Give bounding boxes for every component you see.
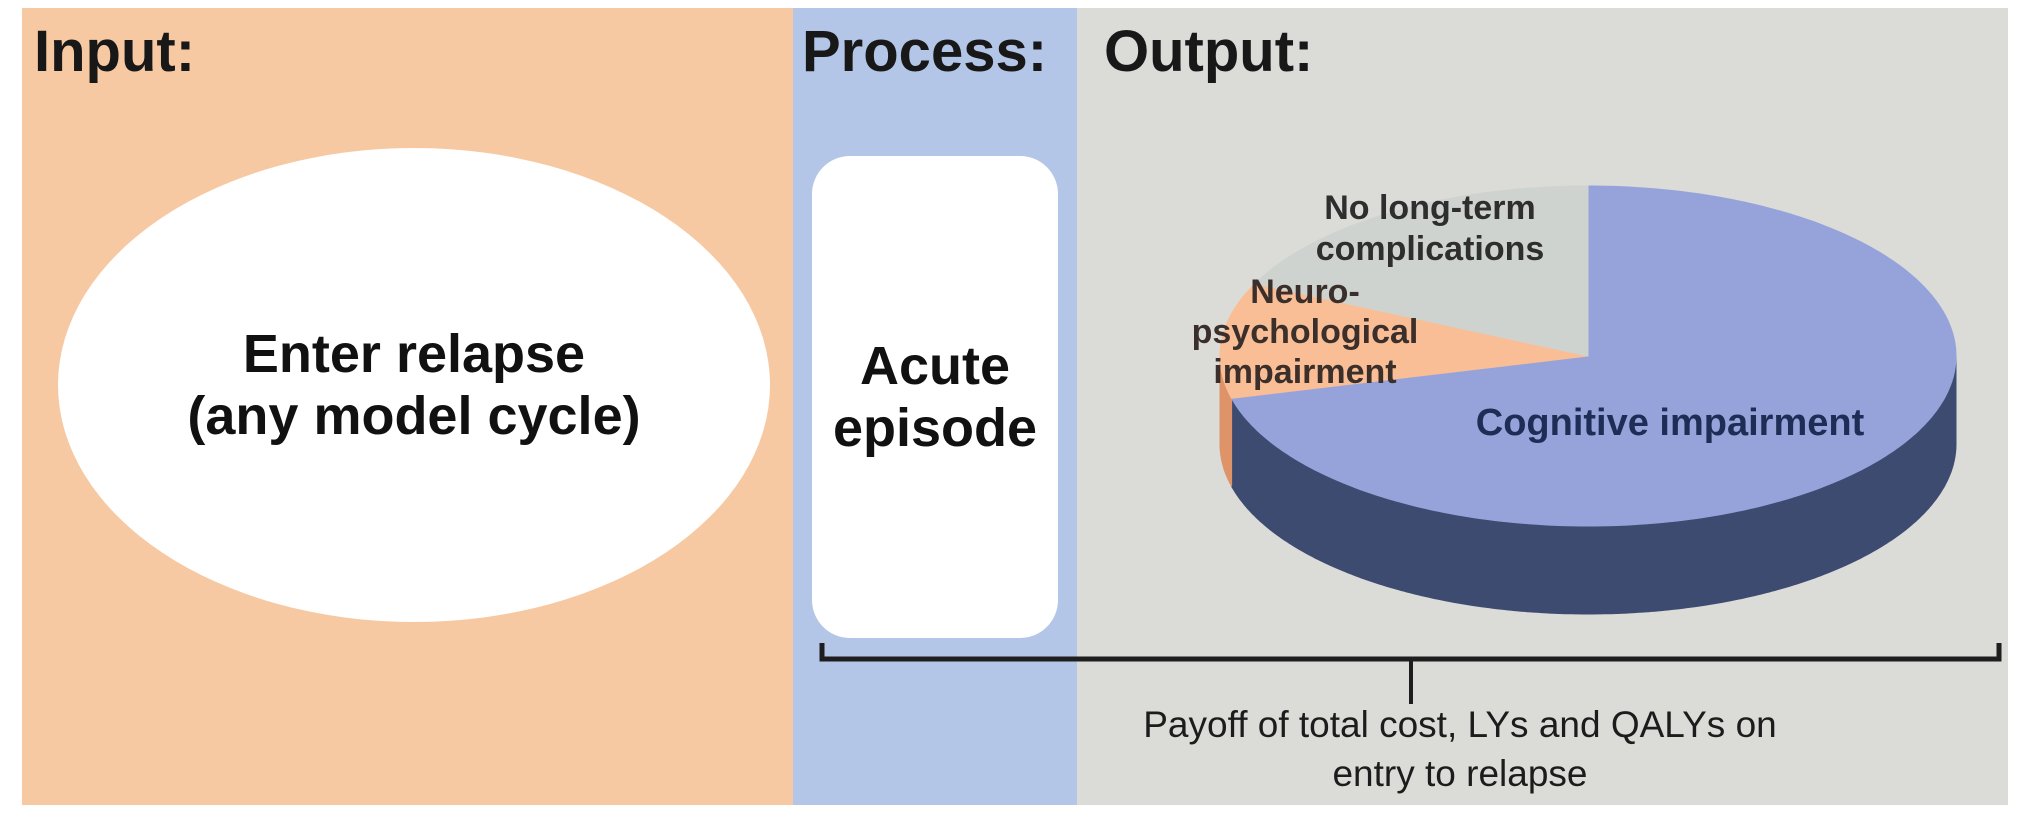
payoff-caption: Payoff of total cost, LYs and QALYs on e… — [1143, 704, 1777, 794]
slice-label-neuro-psychological-impairment: Neuro- psychological impairment — [1191, 273, 1419, 391]
enter-relapse-label: Enter relapse (any model cycle) — [187, 324, 641, 446]
slice-label-cognitive-impairment: Cognitive impairment — [1475, 402, 1865, 444]
input-heading: Input: — [34, 19, 196, 84]
acute-episode-label: Acute episode — [832, 336, 1038, 458]
pie-slice-neuro-psychological-impairment — [1219, 283, 1589, 399]
process-heading: Process: — [802, 19, 1048, 84]
output-heading: Output: — [1104, 19, 1314, 84]
acute-episode-box: Acute episode — [812, 156, 1058, 638]
slice-label-no-long-term-complications: No long-term complications — [1315, 189, 1545, 268]
pie-chart-3d — [1219, 185, 1957, 615]
pie-slice-cognitive-impairment — [1230, 185, 1957, 527]
enter-relapse-ellipse: Enter relapse (any model cycle) — [58, 148, 770, 622]
pie-slice-no-long-term-complications — [1253, 185, 1589, 357]
payoff-bracket — [819, 643, 2002, 662]
